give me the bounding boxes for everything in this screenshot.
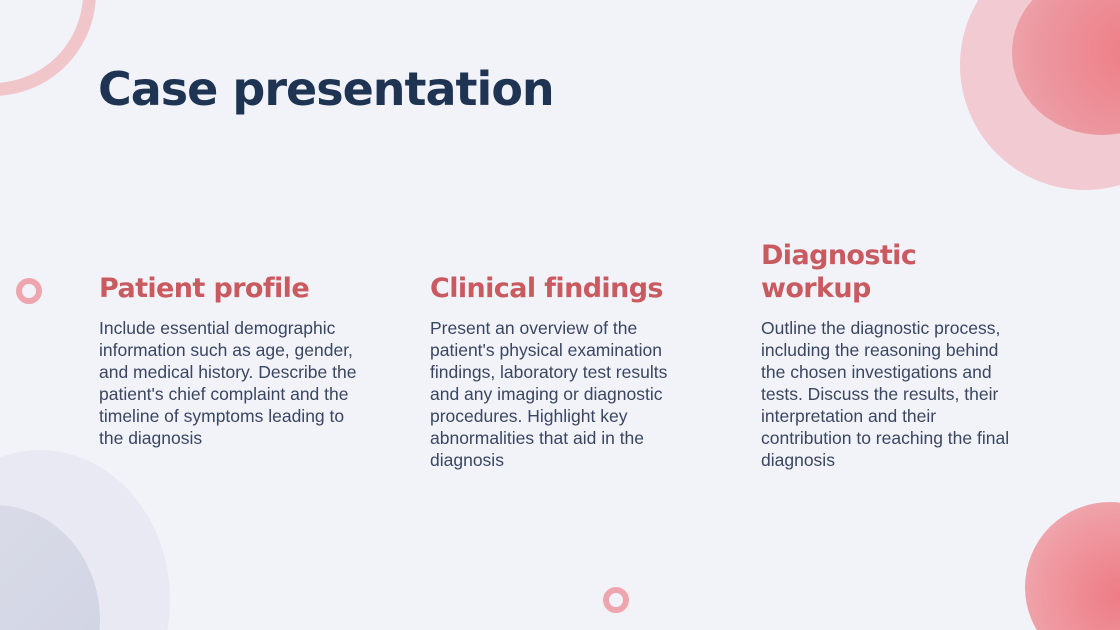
decorative-small-ring-bottom — [603, 587, 629, 613]
column-clinical-findings: Clinical findings Present an overview of… — [430, 272, 700, 471]
decorative-small-ring-left — [16, 278, 42, 304]
column-body: Outline the diagnostic process, includin… — [761, 318, 1010, 470]
column-body: Include essential demographic informatio… — [99, 318, 357, 448]
slide-title: Case presentation — [98, 62, 555, 116]
decorative-ring-top-left — [0, 0, 96, 96]
column-heading: Patient profile — [99, 273, 310, 304]
column-heading: Clinical findings — [430, 273, 664, 304]
column-body: Present an overview of the patient's phy… — [430, 318, 668, 470]
column-patient-profile: Patient profile Include essential demogr… — [99, 272, 369, 449]
column-heading: Diagnostic workup — [761, 240, 917, 304]
decorative-circle-bottom-right — [1025, 502, 1120, 630]
column-diagnostic-workup: Diagnostic workup Outline the diagnostic… — [761, 239, 1031, 471]
